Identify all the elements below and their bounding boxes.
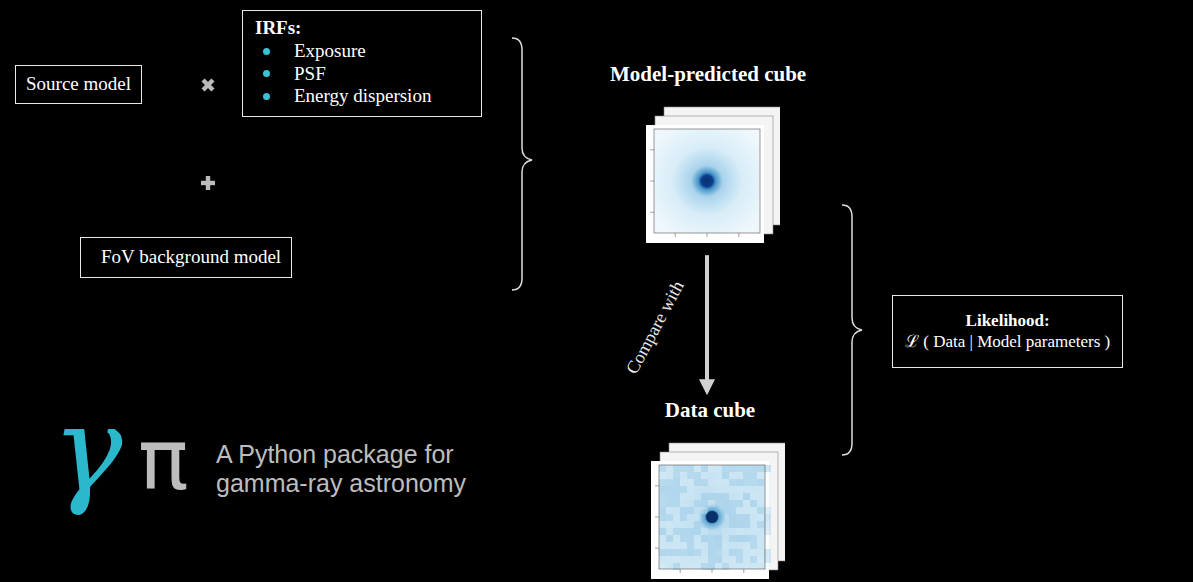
- curly-bracket: [512, 38, 532, 290]
- figure-heading: Data cube: [665, 398, 755, 422]
- text-row: Data cube: [620, 398, 800, 423]
- edge-label: Compare with: [621, 276, 690, 380]
- cube-figure: Model-predicted cube: [610, 62, 800, 249]
- text-row: ℒ ( Data | Model parameters ): [905, 331, 1110, 352]
- curly-bracket: [842, 205, 862, 455]
- text-row: PSF: [255, 63, 431, 86]
- axis-ticks: [655, 486, 744, 573]
- data-cube-illustration: [635, 435, 785, 582]
- cube-slice: [655, 116, 773, 234]
- box-text: FoV background model: [101, 246, 281, 267]
- axis-ticks: [650, 150, 739, 237]
- compare-arrow: [705, 255, 709, 392]
- figure-heading: Model-predicted cube: [610, 62, 806, 86]
- cube-figure: Data cube: [620, 398, 800, 582]
- bullet-dot: [263, 48, 270, 55]
- box-body: Energy dispersion: [294, 85, 431, 106]
- logo-pi: π: [138, 412, 189, 509]
- box-text: Likelihood:: [966, 311, 1050, 330]
- text-row: Model-predicted cube: [610, 62, 800, 87]
- source-blob: [706, 511, 718, 523]
- model-cube-illustration: [630, 99, 780, 249]
- box-body: ℒ ( Data | Model parameters ): [905, 332, 1110, 351]
- plus-symbol: [201, 176, 215, 190]
- box-body: PSF: [294, 63, 326, 84]
- axis-frame: [659, 465, 765, 569]
- bullet-dot: [263, 70, 270, 77]
- bullet-dot: [263, 93, 270, 100]
- cube-slice: [660, 452, 778, 570]
- cube-slice: [646, 125, 764, 243]
- text-row: Exposure: [255, 40, 431, 63]
- text-row: Energy dispersion: [255, 85, 431, 108]
- sky-map: [654, 129, 760, 233]
- text-row: FoV background model: [101, 246, 281, 269]
- box-text: IRFs:: [255, 17, 301, 38]
- noise-texture: [659, 465, 771, 570]
- sky-map: [659, 465, 765, 569]
- box-body: Exposure: [294, 40, 366, 61]
- cube-slice: [651, 461, 769, 579]
- box-text: Source model: [26, 73, 131, 94]
- text-row: Source model: [26, 73, 131, 96]
- model-box: Source model: [15, 65, 142, 104]
- text-row: IRFs:: [255, 17, 431, 40]
- axis-frame: [654, 129, 760, 233]
- logo-tagline: A Python package for gamma-ray astronomy: [216, 440, 526, 498]
- likelihood-box: Likelihood: ℒ ( Data | Model parameters ): [892, 295, 1123, 368]
- multiply-symbol: [198, 75, 218, 95]
- background-box: FoV background model: [80, 237, 292, 278]
- irf-box: IRFs:ExposurePSFEnergy dispersion: [242, 10, 482, 117]
- text-row: Likelihood:: [905, 310, 1110, 331]
- logo-gamma: γ: [52, 382, 123, 518]
